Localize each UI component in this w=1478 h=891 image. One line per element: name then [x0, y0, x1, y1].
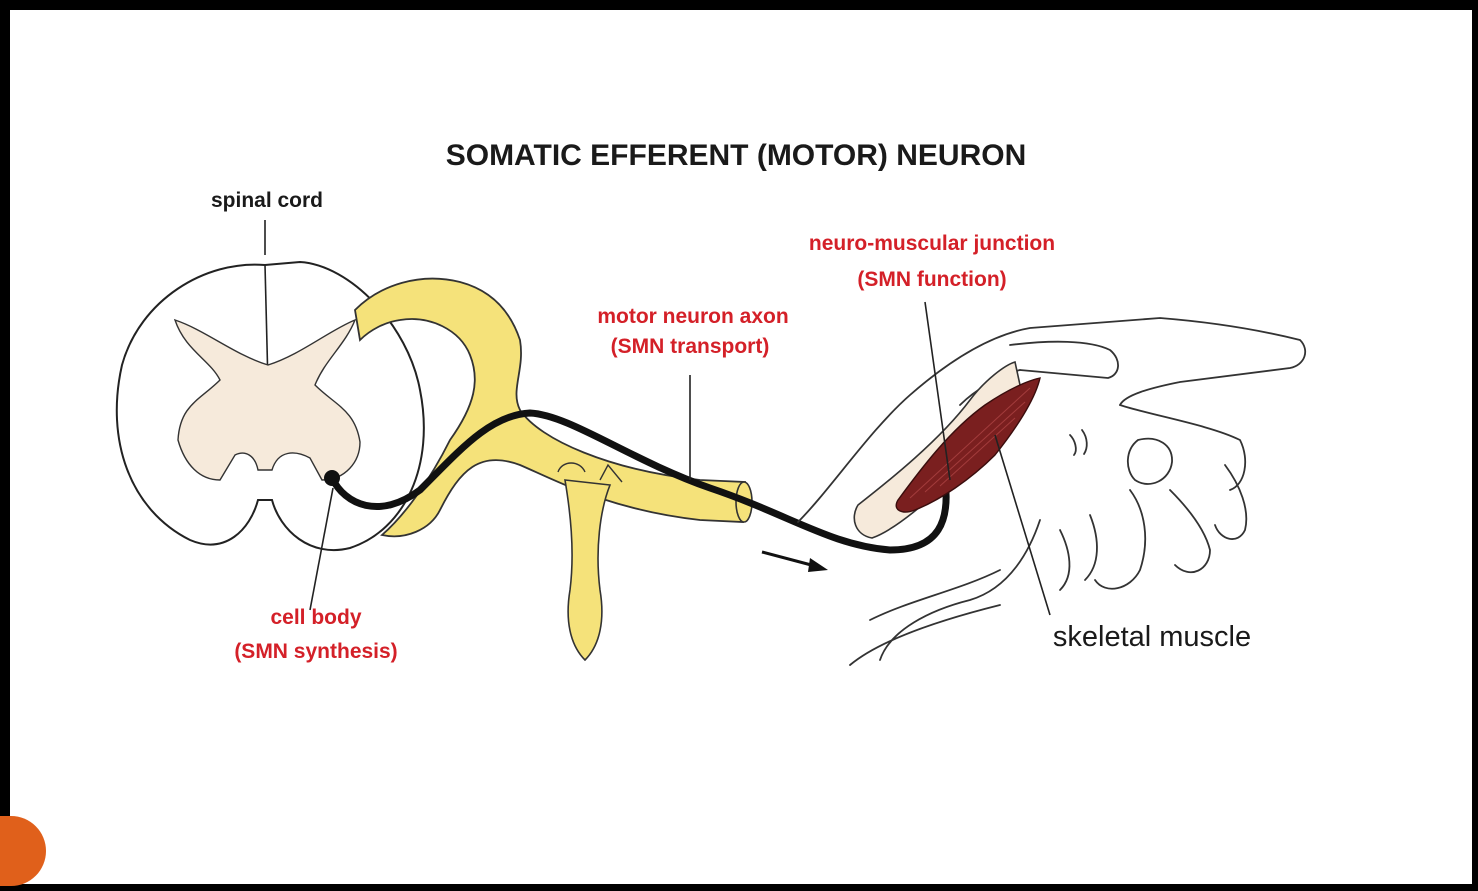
label-cell-body: cell body: [270, 606, 361, 629]
label-smn-transport: (SMN transport): [611, 335, 770, 358]
nerve-branch: [565, 480, 610, 660]
label-spinal-cord: spinal cord: [211, 189, 323, 212]
motor-neuron-diagram: SOMATIC EFFERENT (MOTOR) NEURON spinal c…: [10, 10, 1472, 884]
label-skeletal-muscle: skeletal muscle: [1053, 621, 1251, 653]
diagram-title: SOMATIC EFFERENT (MOTOR) NEURON: [446, 139, 1027, 172]
label-smn-synthesis: (SMN synthesis): [234, 640, 397, 663]
label-smn-function: (SMN function): [857, 268, 1006, 291]
slide: SOMATIC EFFERENT (MOTOR) NEURON spinal c…: [10, 10, 1472, 884]
direction-arrow: [762, 552, 828, 572]
cell-body-dot: [324, 470, 340, 486]
label-neuromuscular-junction: neuro-muscular junction: [809, 232, 1055, 255]
label-motor-neuron-axon: motor neuron axon: [597, 305, 788, 328]
